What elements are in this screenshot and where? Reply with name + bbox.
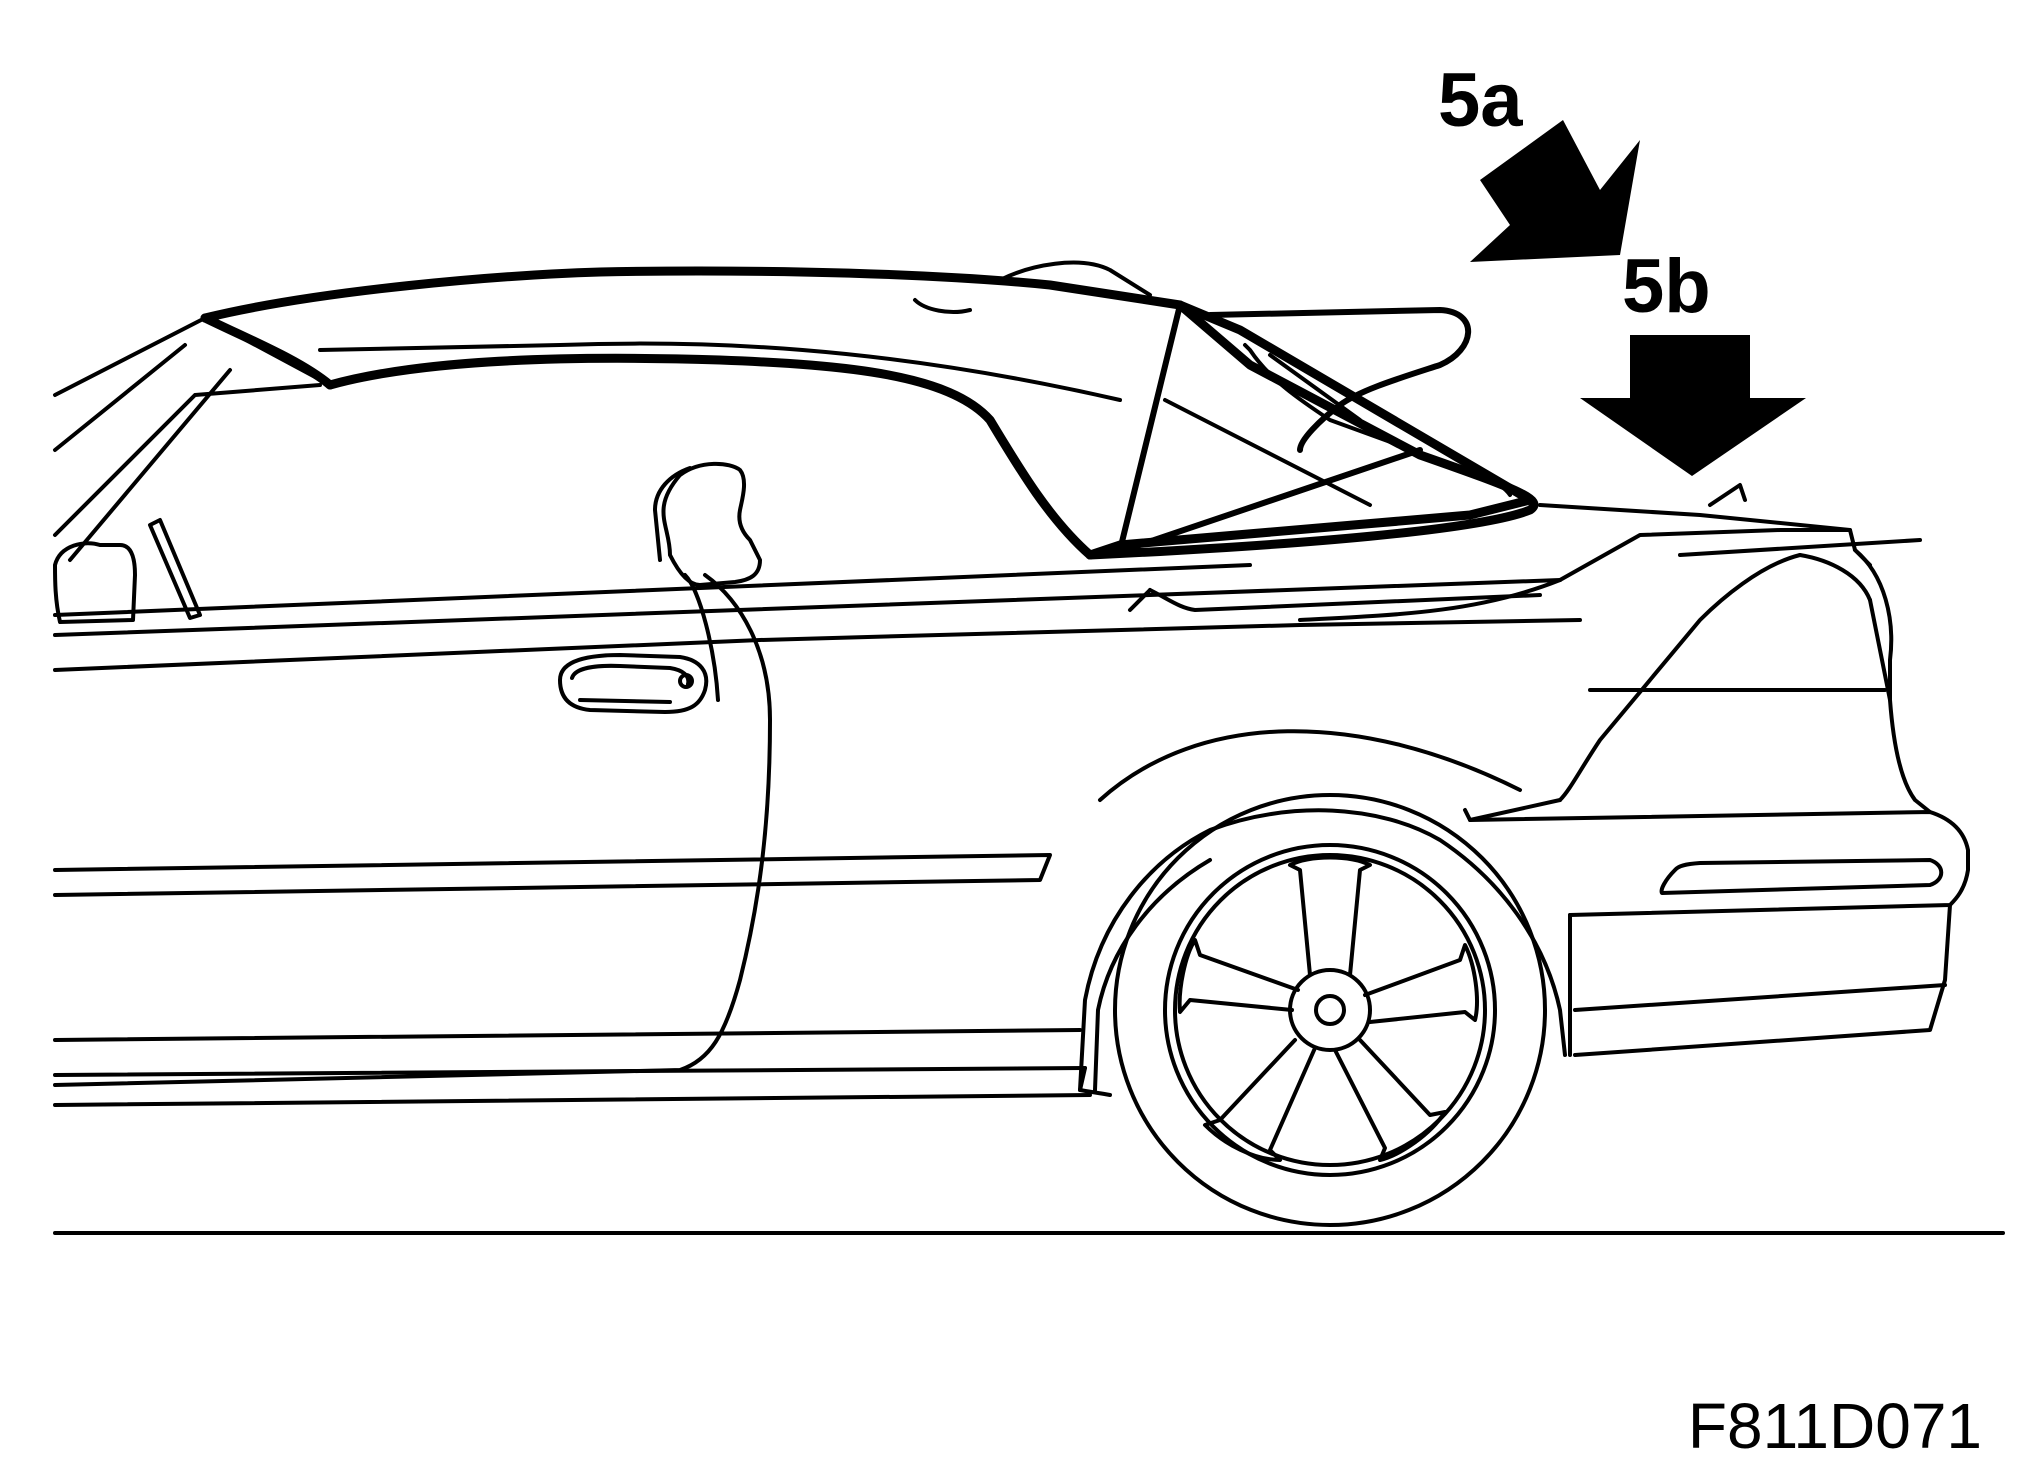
callout-5a-label: 5a <box>1438 58 1523 143</box>
car-body <box>53 316 1970 1107</box>
callout-5a: 5a <box>1438 58 1640 262</box>
callout-5b-label: 5b <box>1622 244 1711 329</box>
rear-wheel <box>1113 793 1547 1227</box>
convertible-roof <box>200 260 1539 560</box>
figure-id: F811D071 <box>1688 1390 1982 1462</box>
callout-5a-arrow <box>1470 120 1640 262</box>
callout-5b: 5b <box>1580 244 1806 476</box>
callout-5b-arrow <box>1580 335 1806 476</box>
